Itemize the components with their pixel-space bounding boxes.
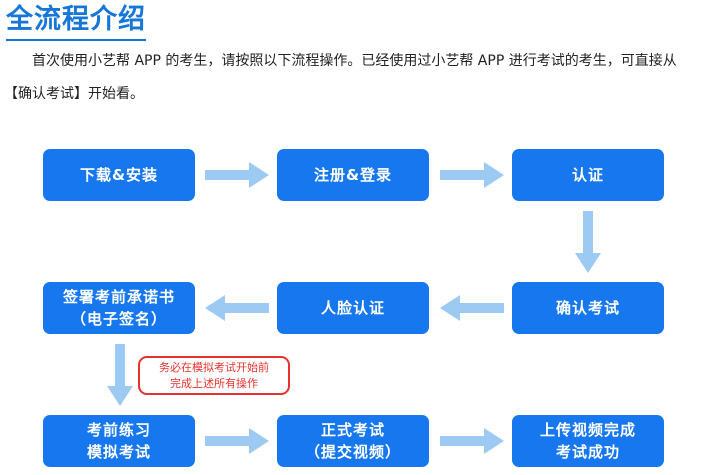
arrow-right-icon xyxy=(440,162,504,188)
arrow-left-icon xyxy=(205,295,269,321)
step-face-verify: 人脸认证 xyxy=(277,282,429,334)
step-sign-pledge: 签署考前承诺书 （电子签名） xyxy=(43,282,195,334)
arrow-right-icon xyxy=(440,428,504,454)
arrow-right-icon xyxy=(205,428,269,454)
arrow-left-icon xyxy=(440,295,504,321)
step-register-login: 注册&登录 xyxy=(277,149,429,201)
step-verify: 认证 xyxy=(512,149,664,201)
step-upload-complete: 上传视频完成 考试成功 xyxy=(512,415,664,467)
step-practice-mock-exam: 考前练习 模拟考试 xyxy=(43,415,195,467)
step-confirm-exam: 确认考试 xyxy=(512,282,664,334)
step-download-install: 下载&安装 xyxy=(43,149,195,201)
intro-line-2: 【确认考试】开始看。 xyxy=(4,86,144,102)
page-title: 全流程介绍 xyxy=(6,1,146,41)
arrow-down-icon xyxy=(575,211,601,273)
arrow-down-icon xyxy=(107,344,133,406)
warning-note: 务必在模拟考试开始前 完成上述所有操作 xyxy=(138,356,290,395)
arrow-right-icon xyxy=(205,162,269,188)
step-formal-exam: 正式考试 （提交视频） xyxy=(277,415,429,467)
intro-paragraph: 首次使用小艺帮 APP 的考生，请按照以下流程操作。已经使用过小艺帮 APP 进… xyxy=(4,45,702,111)
intro-line-1: 首次使用小艺帮 APP 的考生，请按照以下流程操作。已经使用过小艺帮 APP 进… xyxy=(32,53,677,69)
